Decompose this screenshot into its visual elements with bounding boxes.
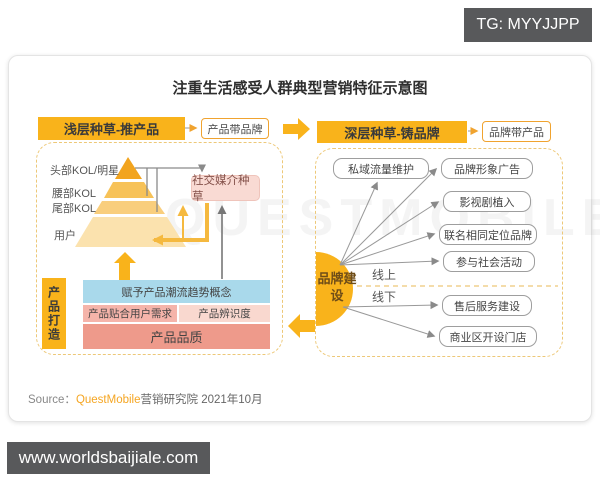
source-prefix: Source： xyxy=(28,394,76,406)
product-recognition-box: 产品辨识度 xyxy=(179,305,270,322)
retail-stores-box: 商业区开设门店 xyxy=(439,326,537,347)
deep-seeding-header: 深层种草-铸品牌 xyxy=(317,121,467,143)
social-media-seeding-box: 社交媒介种草 xyxy=(191,175,260,203)
co-branding-box: 联名相同定位品牌 xyxy=(439,224,537,245)
brand-building-label: 品牌建设 xyxy=(317,271,357,303)
product-trend-concept-box: 赋予产品潮流趋势概念 xyxy=(83,280,270,303)
source-brand: QuestMobile xyxy=(75,394,141,406)
offline-label: 线下 xyxy=(372,290,397,304)
product-quality-box: 产品品质 xyxy=(83,324,270,349)
product-user-fit-box: 产品贴合用户需求 xyxy=(83,305,177,322)
pyramid-label-users: 用户 xyxy=(54,230,76,242)
product-building-title: 产品打造 xyxy=(42,278,66,349)
brand-leads-product-tag: 品牌带产品 xyxy=(482,121,551,142)
left-dashed-panel xyxy=(36,142,283,355)
website-url-bar: www.worldsbaijiale.com xyxy=(7,442,210,474)
pyramid-label-tail-kol: 尾部KOL xyxy=(52,203,97,215)
diagram-title: 注重生活感受人群典型营销特征示意图 xyxy=(172,80,428,97)
source-line: Source：QuestMobile营销研究院 2021年10月 xyxy=(28,391,263,407)
film-placement-box: 影视剧植入 xyxy=(443,191,531,212)
social-activities-box: 参与社会活动 xyxy=(443,251,535,272)
online-label: 线上 xyxy=(372,268,397,282)
shallow-seeding-header: 浅层种草-推产品 xyxy=(38,117,185,140)
product-leads-brand-tag: 产品带品牌 xyxy=(201,118,269,139)
private-traffic-box: 私域流量维护 xyxy=(333,158,429,179)
pyramid-label-mid-kol: 腰部KOL xyxy=(52,188,97,200)
tg-badge: TG: MYYJJPP xyxy=(464,8,592,42)
brand-image-ads-box: 品牌形象广告 xyxy=(441,158,533,179)
pyramid-label-top-kol: 头部KOL/明星 xyxy=(50,165,120,177)
source-suffix: 营销研究院 2021年10月 xyxy=(140,394,263,406)
after-sales-box: 售后服务建设 xyxy=(442,295,532,316)
right-dashed-panel xyxy=(315,148,563,357)
